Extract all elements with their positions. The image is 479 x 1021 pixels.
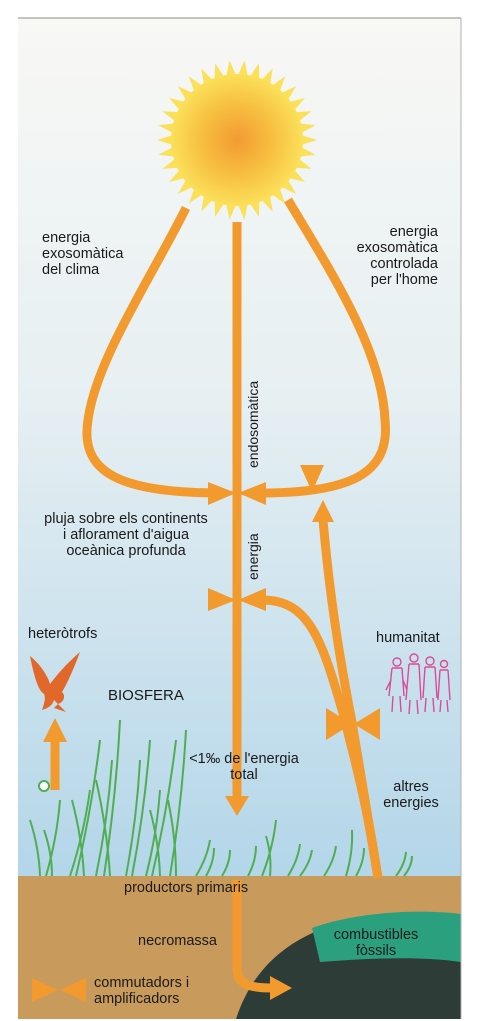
label-energia-vertical: energia: [245, 533, 261, 580]
label-combustibles-2: fòssils: [356, 943, 396, 959]
label-pluja-3: oceànica profunda: [66, 543, 186, 559]
sun-disc: [171, 74, 303, 206]
label-pluja-2: i aflorament d'aigua: [63, 527, 190, 543]
label-exo-clima-2: exosomàtica: [42, 246, 124, 262]
label-fraction-2: total: [230, 767, 257, 783]
label-legend: commutadors i amplificadors: [94, 975, 189, 1007]
label-exo-clima-1: energia: [42, 230, 91, 246]
label-necromassa: necromassa: [138, 933, 218, 949]
label-fraction-1: <1‰ de l'energia: [189, 751, 300, 767]
label-exo-clima-3: del clima: [42, 262, 100, 278]
label-biosfera: BIOSFERA: [108, 687, 184, 704]
label-altres-1: altres: [393, 779, 428, 795]
label-exo-home-3: controlada: [370, 256, 439, 272]
label-heterotrofs: heteròtrofs: [28, 626, 97, 642]
label-exo-home-4: per l'home: [371, 272, 438, 288]
label-humanitat: humanitat: [376, 630, 440, 646]
label-altres-2: energies: [383, 795, 439, 811]
label-combustibles-1: combustibles: [334, 927, 419, 943]
label-exo-home-1: energia: [390, 224, 439, 240]
label-legend-2: amplificadors: [94, 991, 179, 1007]
label-pluja-1: pluja sobre els continents: [44, 511, 208, 527]
label-legend-1: commutadors i: [94, 975, 189, 991]
label-exo-home-2: exosomàtica: [357, 240, 439, 256]
flower-icon: [39, 781, 49, 791]
label-pluja: pluja sobre els continents i aflorament …: [44, 511, 208, 559]
label-endosomatica: endosomàtica: [245, 381, 261, 468]
label-productors: productors primaris: [124, 880, 248, 896]
